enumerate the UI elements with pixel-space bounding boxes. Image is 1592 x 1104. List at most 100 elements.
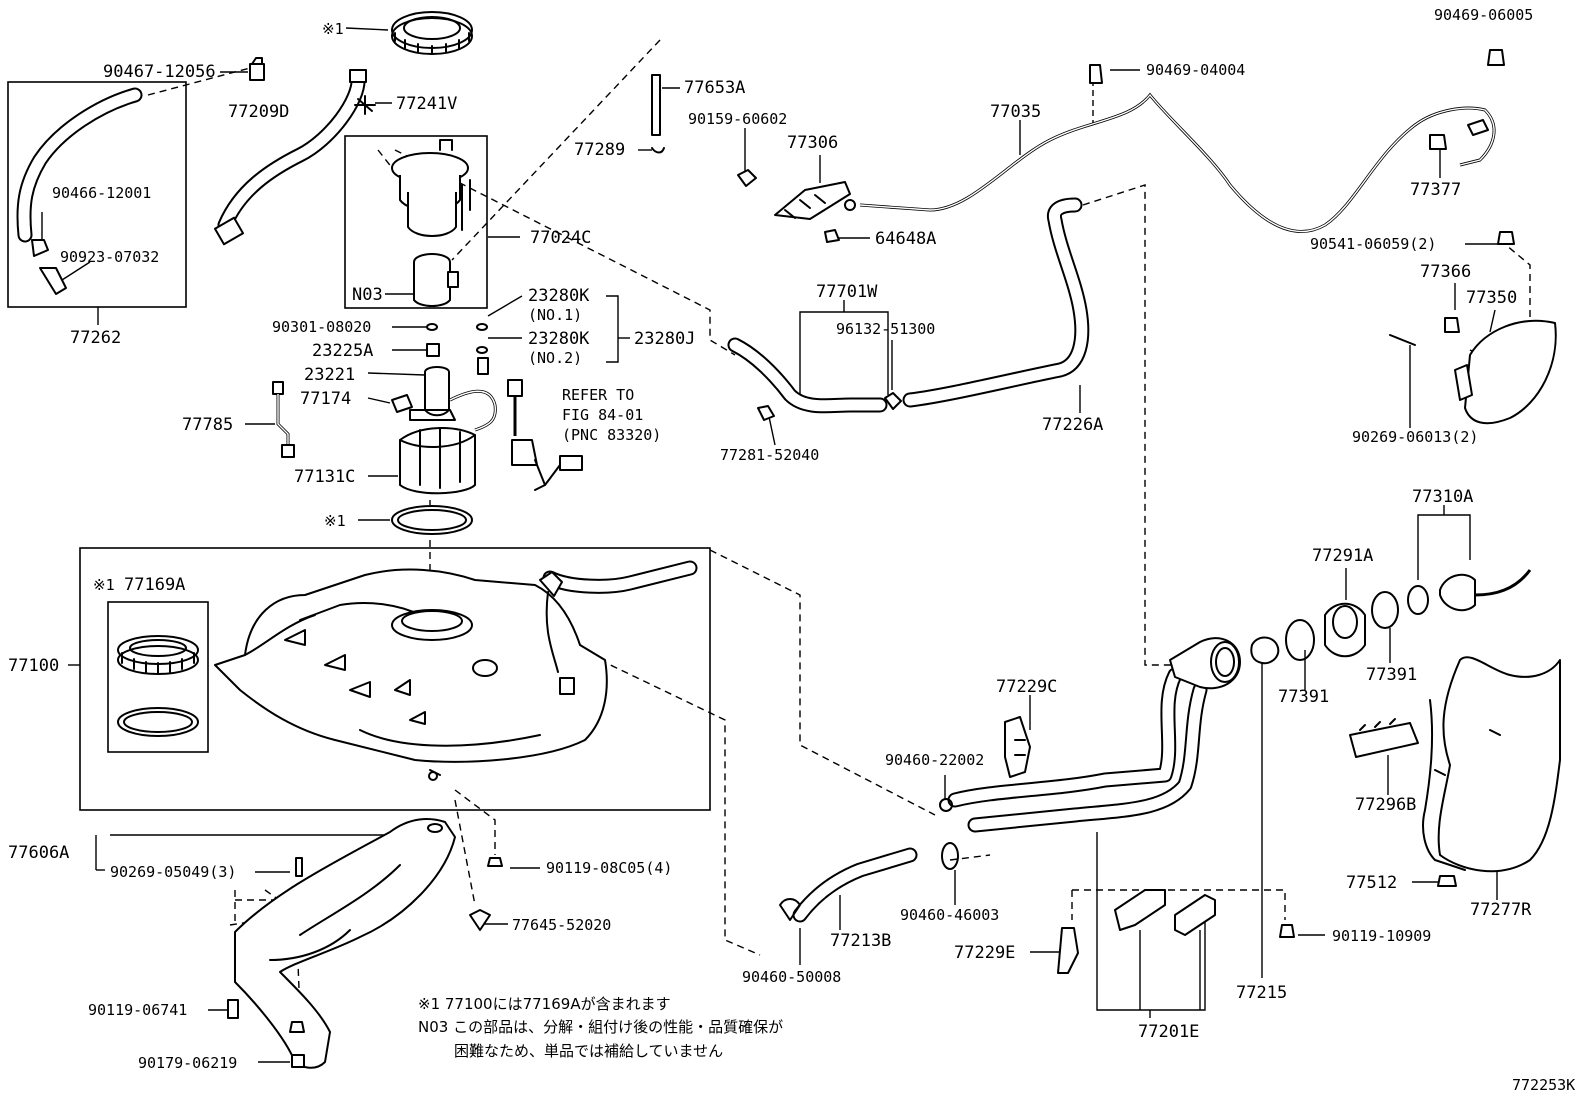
label-77289: 77289	[574, 140, 625, 160]
part-labels: 90467-12056 77209D 77241V 77653A 90159-6…	[8, 6, 1533, 1072]
clamp-77215	[1250, 636, 1280, 665]
label-77296B: 77296B	[1355, 795, 1416, 815]
group-box-77169A	[107, 601, 209, 753]
hose-77213B	[779, 798, 959, 923]
label-90179-06219: 90179-06219	[138, 1054, 237, 1072]
harness-77785	[272, 381, 295, 458]
note-n03-line2: 困難なため、単品では補給していません	[454, 1042, 723, 1060]
lever-77306	[774, 181, 856, 220]
label-N03: N03	[352, 285, 383, 305]
label-77209D: 77209D	[228, 102, 289, 122]
label-77100: 77100	[8, 656, 59, 676]
bracket-77229C	[1004, 716, 1031, 778]
label-77512: 77512	[1346, 873, 1397, 893]
label-77281-52040: 77281-52040	[720, 446, 819, 464]
hose-77209D	[213, 69, 367, 246]
label-90119-06741: 90119-06741	[88, 1001, 187, 1019]
hose-77701W	[727, 337, 902, 421]
clip-90467	[249, 57, 265, 81]
fuel-tank-77100	[214, 568, 608, 781]
label-77131C: 77131C	[294, 467, 355, 487]
label-77229E: 77229E	[954, 943, 1015, 963]
label-23280K-1: 23280K	[528, 286, 590, 306]
bracket-77174	[391, 394, 456, 421]
label-23280J: 23280J	[634, 329, 695, 349]
hose-77226A	[902, 197, 1090, 408]
hose-77262	[16, 87, 143, 295]
label-77391-b: 77391	[1366, 665, 1417, 685]
fasteners	[227, 169, 1515, 1068]
label-77201E: 77201E	[1138, 1022, 1199, 1042]
label-77174: 77174	[300, 389, 351, 409]
label-refer-2: FIG 84-01	[562, 406, 643, 424]
label-64648A: 64648A	[875, 229, 936, 249]
label-90460-22002: 90460-22002	[885, 751, 984, 769]
label-77215: 77215	[1236, 983, 1287, 1003]
label-77701W: 77701W	[816, 282, 878, 302]
label-77606A: 77606A	[8, 843, 69, 863]
label-refer-1: REFER TO	[562, 386, 634, 404]
clip-77241V	[354, 95, 376, 115]
note-kit-included: ※1 77100には77169Aが含まれます	[418, 995, 671, 1013]
label-77291A: 77291A	[1312, 546, 1373, 566]
label-77785: 77785	[182, 415, 233, 435]
label-77377: 77377	[1410, 180, 1461, 200]
label-77226A: 77226A	[1042, 415, 1103, 435]
label-77035: 77035	[990, 102, 1041, 122]
label-23221: 23221	[304, 365, 355, 385]
label-90460-46003: 90460-46003	[900, 906, 999, 924]
sender-gauge	[507, 379, 583, 491]
label-77277R: 77277R	[1470, 900, 1532, 920]
label-ring-mark: ※1	[324, 512, 346, 530]
gasket-ring	[391, 505, 473, 535]
label-90460-50008: 90460-50008	[742, 968, 841, 986]
label-90467-12056: 90467-12056	[103, 62, 216, 82]
group-box-77024C	[344, 135, 488, 309]
label-77366: 77366	[1420, 262, 1471, 282]
holder-77131C	[399, 427, 476, 495]
pump-module-77024C	[391, 139, 471, 307]
label-77241V: 77241V	[396, 94, 457, 114]
gaskets-23280K	[426, 323, 489, 375]
label-77653A: 77653A	[684, 78, 745, 98]
protector-77277R	[1422, 656, 1561, 873]
label-no1: (NO.1)	[528, 306, 582, 324]
vent-hose-tank	[539, 560, 698, 673]
label-ring-mark-top: ※1	[322, 20, 344, 38]
label-90269-06013: 90269-06013(2)	[1352, 428, 1478, 446]
label-77306: 77306	[787, 133, 838, 153]
label-no2: (NO.2)	[528, 349, 582, 367]
label-90923-07032: 90923-07032	[60, 248, 159, 266]
filler-neck-77201E	[947, 637, 1241, 833]
leader-lines	[41, 27, 1500, 1063]
label-77262: 77262	[70, 328, 121, 348]
note-n03-line1: N03 この部品は、分解・組付け後の性能・品質確保が	[418, 1018, 783, 1036]
label-90301-08020: 90301-08020	[272, 318, 371, 336]
kit-77169A	[117, 635, 199, 737]
group-box-77262	[7, 81, 187, 308]
label-77350: 77350	[1466, 288, 1517, 308]
bracket-77296B	[1349, 718, 1419, 758]
label-23225A: 23225A	[312, 341, 373, 361]
cap-parts	[1285, 569, 1532, 661]
label-90159-60602: 90159-60602	[688, 110, 787, 128]
tube-77653A	[651, 74, 665, 154]
clamps-77201E	[1057, 889, 1216, 974]
label-23280K-2: 23280K	[528, 329, 590, 349]
label-77645-52020: 77645-52020	[512, 916, 611, 934]
retainer-ring-top	[391, 11, 473, 55]
group-box-77100	[79, 547, 711, 811]
label-77391-a: 77391	[1278, 687, 1329, 707]
label-77229C: 77229C	[996, 677, 1057, 697]
label-90466-12001: 90466-12001	[52, 184, 151, 202]
label-90269-05049: 90269-05049(3)	[110, 863, 236, 881]
cable-77035	[859, 49, 1505, 233]
label-77169A: 77169A	[124, 575, 185, 595]
label-77024C: 77024C	[530, 228, 591, 248]
label-90469-04004: 90469-04004	[1146, 61, 1245, 79]
label-77213B: 77213B	[830, 931, 891, 951]
fuel-lid-77350	[1389, 317, 1557, 425]
footnotes: ※1 77100には77169Aが含まれます N03 この部品は、分解・組付け後…	[418, 995, 783, 1060]
label-90469-06005: 90469-06005	[1434, 6, 1533, 24]
figure-ref-code: 772253K	[1512, 1076, 1575, 1094]
